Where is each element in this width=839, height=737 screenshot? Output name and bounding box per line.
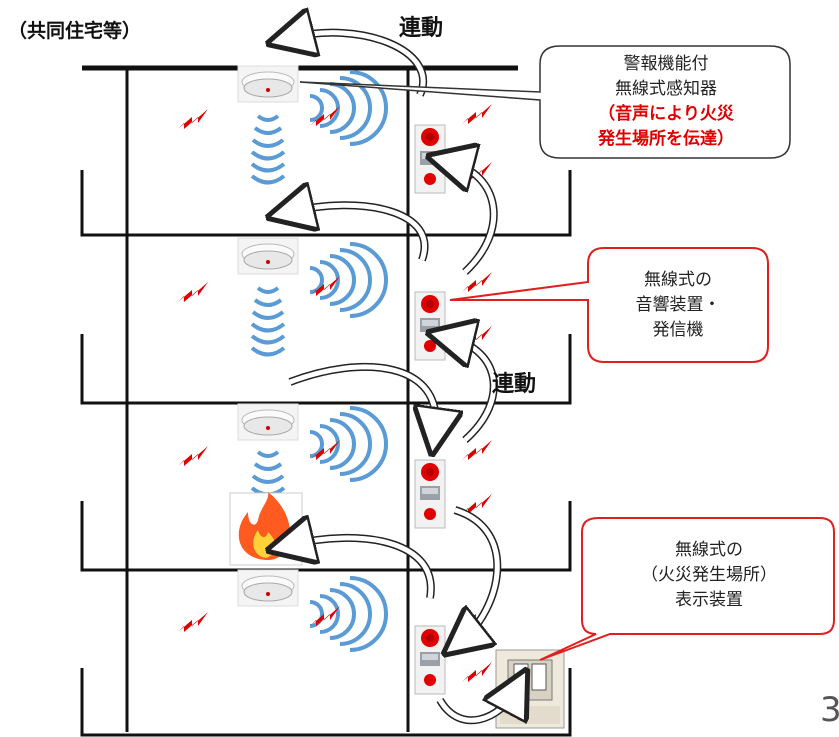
callout-sounder: 無線式の 音響装置・ 発信機 xyxy=(590,268,766,343)
callout-display: 無線式の （火災発生場所） 表示装置 xyxy=(586,538,832,613)
curved-arrow-icon xyxy=(290,33,516,725)
callout-display-shape xyxy=(539,517,835,661)
callout-detector: 警報機能付 無線式感知器 （音声により火災 発生場所を伝達） xyxy=(544,52,788,152)
callout-detector-line3: （音声により火災 xyxy=(598,104,734,124)
page-number: 3 xyxy=(820,690,839,730)
fire-icon xyxy=(229,492,303,566)
display-panel-icon xyxy=(495,649,565,729)
building-type-caption: （共同住宅等） xyxy=(8,20,142,42)
callout-sounder-line3: 発信機 xyxy=(652,320,704,340)
callout-sounder-line1: 無線式の xyxy=(644,270,712,290)
linkage-label-top: 連動 xyxy=(399,16,444,41)
callout-detector-line2: 無線式感知器 xyxy=(615,79,717,99)
callout-sounder-line2: 音響装置・ xyxy=(635,295,721,315)
floor-2 xyxy=(178,237,492,361)
callout-detector-line1: 警報機能付 xyxy=(623,54,709,74)
callout-detector-shape xyxy=(299,45,791,159)
building-structure xyxy=(80,65,572,737)
callout-display-line3: 表示装置 xyxy=(675,590,743,610)
callout-display-line2: （火災発生場所） xyxy=(641,565,777,585)
callout-detector-line4: 発生場所を伝達） xyxy=(598,129,734,149)
callout-display-line1: 無線式の xyxy=(675,540,743,560)
callout-sounder-shape xyxy=(449,247,769,363)
linkage-label-middle: 連動 xyxy=(492,372,537,397)
